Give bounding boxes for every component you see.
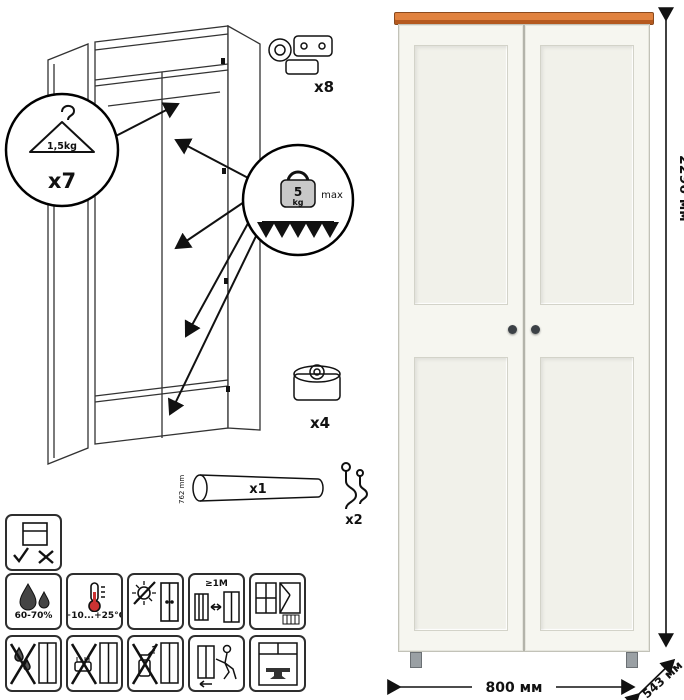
wardrobe-leg-right [626, 652, 638, 668]
height-dimension: 2296 мм [676, 155, 684, 222]
door-left-upper-panel [414, 45, 508, 305]
no-solvents-icon [127, 635, 184, 692]
wardrobe-render [394, 12, 654, 668]
heavy-items-bottom-icon [249, 635, 306, 692]
door-right-knob [531, 325, 540, 334]
foot-part: x4 [293, 364, 341, 432]
rod-part: x1 762 mm [178, 474, 324, 504]
hanger-callout: 1,5kg x7 [4, 92, 180, 208]
load-value: 5 [294, 185, 302, 199]
foot-count: x4 [310, 414, 330, 432]
no-abrasive-cleaning-icon [66, 635, 123, 692]
humidity-label: 60-70% [14, 611, 53, 621]
assembly-diagram: 1,5kg x7 5 kg max [4, 24, 369, 528]
hinge-part: x8 [268, 35, 334, 96]
unpack-on-soft-surface-icon [5, 514, 62, 571]
no-dragging-icon [188, 635, 245, 692]
max-load-callout: 5 kg max [167, 138, 355, 416]
door-left-knob [508, 325, 517, 334]
ventilation-icon [249, 573, 306, 630]
no-water-splash-icon [5, 635, 62, 692]
door-right-upper-panel [540, 45, 634, 305]
hanger-capacity: 1,5kg [47, 141, 77, 152]
door-left-lower-panel [414, 357, 508, 631]
hook-part: x2 [341, 462, 369, 528]
hinge-marks [221, 58, 230, 392]
load-unit: kg [292, 198, 303, 207]
no-direct-sunlight-icon [127, 573, 184, 630]
rod-count: x1 [249, 482, 266, 497]
wardrobe-body [398, 24, 650, 652]
hanger-count: x7 [48, 169, 76, 193]
wardrobe-leg-left [410, 652, 422, 668]
humidity-icon: 60-70% [5, 573, 62, 630]
heat-distance-icon: ≥1M [188, 573, 245, 630]
hook-count: x2 [345, 513, 362, 528]
heat-distance-label: ≥1M [205, 578, 228, 589]
temperature-icon: +10...+25°C [66, 573, 123, 630]
wardrobe-door-left [399, 25, 525, 651]
rod-length: 762 mm [178, 475, 186, 504]
hinge-count: x8 [314, 78, 334, 96]
temperature-label: +10...+25°C [66, 611, 123, 621]
door-right-lower-panel [540, 357, 634, 631]
load-max-label: max [321, 190, 343, 201]
cabinet-drawing [47, 24, 261, 465]
width-dimension: 800 мм [486, 680, 543, 696]
wardrobe-door-right [525, 25, 649, 651]
